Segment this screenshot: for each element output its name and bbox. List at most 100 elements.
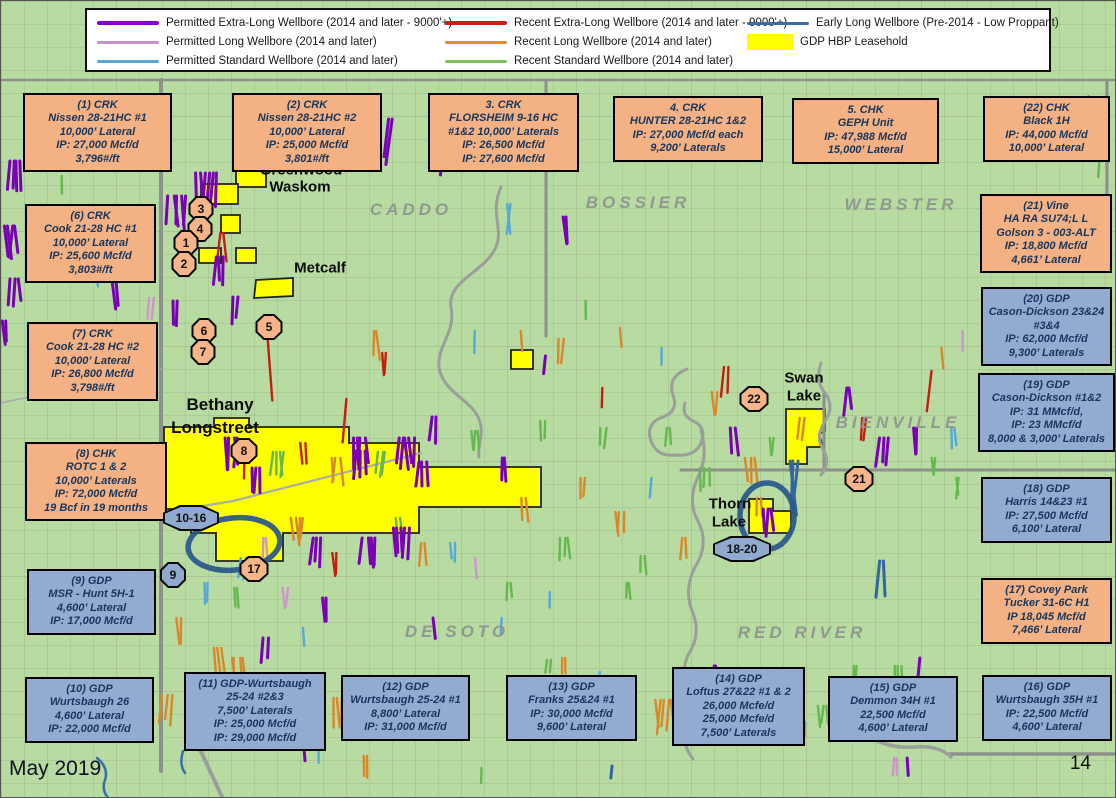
wellbore-line-swatch xyxy=(445,40,507,44)
wellbore-green xyxy=(538,419,543,442)
callout-line: 6,100’ Lateral xyxy=(1011,523,1082,536)
callout-line: Loftus 27&22 #1 & 2 xyxy=(686,686,791,699)
octagon-shape: 2 xyxy=(171,251,197,277)
wellbore-purple xyxy=(403,436,410,471)
wellbore-purple xyxy=(884,436,890,467)
wellbore-purple xyxy=(357,536,364,565)
leasehold-area-6 xyxy=(510,349,534,370)
callout-title: (20) GDP xyxy=(1023,293,1070,305)
wellbore-green xyxy=(816,704,822,729)
marker-label: 7 xyxy=(192,341,214,363)
wellbore-red xyxy=(216,231,222,261)
wellbore-purple xyxy=(226,436,231,471)
callout-title: (17) Covey Park xyxy=(1005,584,1088,596)
callout-title: (18) GDP xyxy=(1023,483,1070,495)
callout-line: 22,500 Mcf/d xyxy=(860,708,926,721)
callout-title: (15) GDP xyxy=(869,682,917,694)
town-label-thorn: Thorn xyxy=(708,495,752,513)
wellbore-purple xyxy=(431,616,437,640)
wellbore-purple xyxy=(13,224,20,254)
wellbore-green xyxy=(820,704,825,725)
wellbore-purple xyxy=(174,299,179,328)
wellbore-orange xyxy=(684,536,688,559)
callout-line: 25-24 #2&3 xyxy=(226,691,284,704)
leasehold-area-2 xyxy=(220,214,241,234)
callout-line: Harris 14&23 #1 xyxy=(1005,496,1088,509)
wellbore-red xyxy=(341,397,348,444)
map-marker-18-20: 18-20 xyxy=(713,536,771,562)
callout-title: (6) CRK xyxy=(70,210,111,222)
callout-line: 19 Bcf in 19 months xyxy=(44,501,148,514)
callout-line: IP: 27,500 Mcf/d xyxy=(1005,509,1088,522)
callout-title: (7) CRK xyxy=(72,328,113,340)
callout-line: Franks 25&24 #1 xyxy=(528,694,615,707)
wellbore-purple xyxy=(427,415,434,442)
wellbore-purple xyxy=(7,224,15,259)
callout-line: 4,600’ Lateral xyxy=(1012,721,1082,734)
wellbore-red xyxy=(383,351,388,375)
wellbore-purple xyxy=(564,215,569,245)
highlight-ellipse-1 xyxy=(185,514,283,574)
wellbore-green xyxy=(702,466,706,489)
wellbore-orange xyxy=(418,541,423,567)
callout-line: Cason-Dickson 23&24 xyxy=(988,306,1105,319)
river-swan xyxy=(817,361,832,477)
wellbore-green xyxy=(233,586,237,608)
callout-line: IP: 22,500 Mcf/d xyxy=(1005,707,1089,720)
creek-blue-2 xyxy=(180,749,187,775)
marker-label: 17 xyxy=(241,558,267,580)
callout-line: IP: 62,000 Mcf/d xyxy=(1005,333,1088,346)
marker-label: 18-20 xyxy=(715,538,769,560)
callout-line: IP: 18,800 Mcf/d xyxy=(1004,240,1088,253)
wellbore-lightblue xyxy=(301,626,306,648)
octagon-shape: 8 xyxy=(230,438,258,464)
wellbore-purple xyxy=(363,436,370,465)
wellbore-purple xyxy=(881,436,886,464)
callout-line: IP: 26,500 Mcf/d xyxy=(462,139,545,152)
wellbore-purple xyxy=(733,426,740,457)
callout-title: 3. CRK xyxy=(485,99,522,111)
town-label-swan: Swan xyxy=(784,369,824,387)
callout-title: (16) GDP xyxy=(1023,681,1071,693)
callout-title: (9) GDP xyxy=(71,575,112,587)
marker-label: 3 xyxy=(190,198,212,220)
callout-title: (8) CHK xyxy=(75,448,117,460)
wellbore-purple xyxy=(398,436,405,470)
wellbore-red xyxy=(719,365,726,398)
wellbore-orange xyxy=(519,329,524,353)
callout-line: 4,600’ Lateral xyxy=(858,722,928,735)
wellbore-orange xyxy=(582,476,587,498)
parish-label-caddo: CADDO xyxy=(369,200,453,219)
callout-line: 7,500’ Laterals xyxy=(700,726,777,739)
map-marker-8: 8 xyxy=(230,438,258,464)
callout-line: IP: 44,000 Mcf/d xyxy=(1005,128,1088,141)
wellbore-green xyxy=(663,426,669,448)
wellbore-orange xyxy=(743,456,750,483)
wellbore-green xyxy=(602,426,608,450)
callout-line: #3&4 xyxy=(1033,319,1060,332)
map-marker-22: 22 xyxy=(739,386,769,412)
wellbore-purple xyxy=(252,466,258,495)
parish-label-red-river: RED RIVER xyxy=(737,623,867,642)
leasehold-area-5 xyxy=(252,277,294,299)
wellbore-purple xyxy=(318,536,323,569)
wellbore-purple xyxy=(18,159,23,192)
river-meander xyxy=(648,367,705,457)
callout-title: (14) GDP xyxy=(715,673,762,685)
creek-blue-1 xyxy=(95,756,110,797)
wellbore-orange xyxy=(212,646,218,678)
callout-line: 10,000’ Lateral xyxy=(59,125,136,138)
callout-title: 4. CRK xyxy=(669,102,707,114)
wellbore-purple xyxy=(542,354,547,376)
callout-line: IP: 27,600 Mcf/d xyxy=(462,152,545,165)
wellbore-orange xyxy=(559,337,565,365)
wellbore-green xyxy=(544,658,549,674)
wellbore-orange xyxy=(655,698,662,736)
